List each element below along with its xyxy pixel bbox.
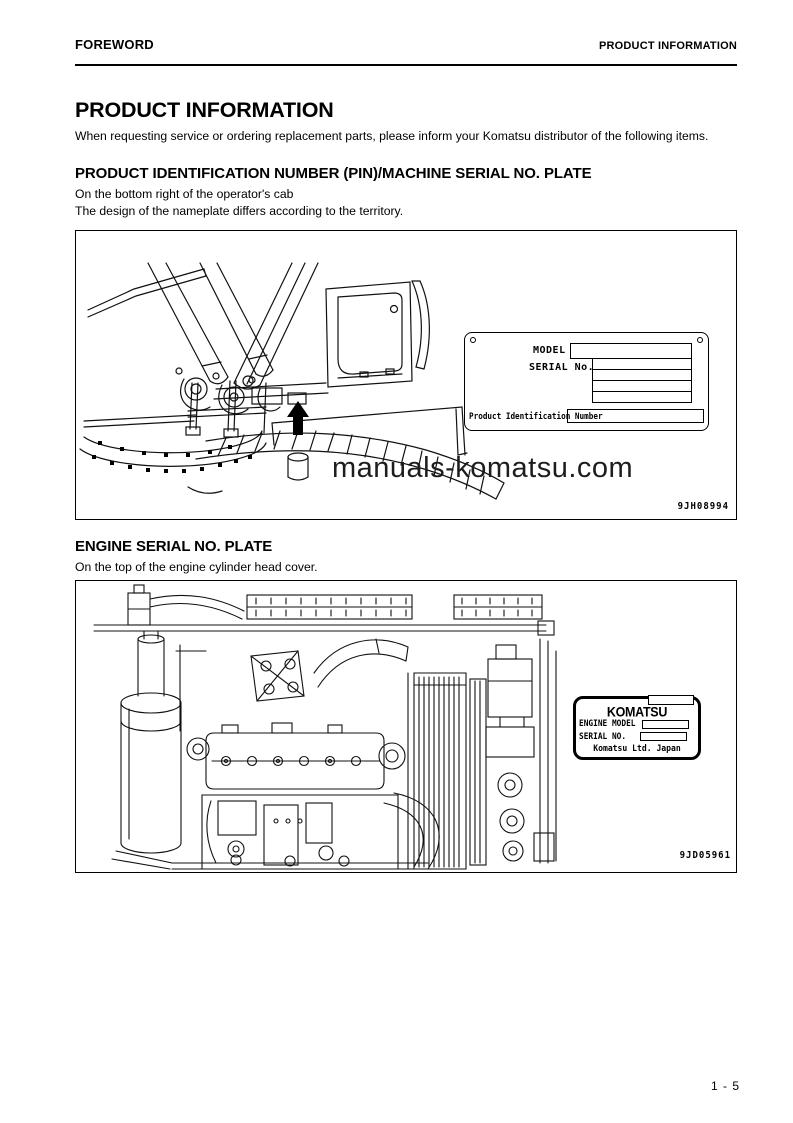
engine-line-art [93,583,557,870]
engine-model-box [642,719,690,729]
excavator-line-art [79,261,505,500]
intro-paragraph: When requesting service or ordering repl… [75,129,709,143]
figure-pin-plate: MODEL SERIAL No. Product Identification … [75,229,737,520]
page-number: 1 - 5 [710,1079,740,1093]
page-title: PRODUCT INFORMATION [75,98,334,122]
pin-plate: MODEL SERIAL No. Product Identification … [464,331,709,431]
plate-serial-boxes [592,357,692,403]
engine-plate: KOMATSU ENGINE MODEL SERIAL NO. Komatsu … [573,694,701,760]
engine-plate-top-box [648,694,694,705]
plate-pin-box [567,408,704,423]
figure-code: 9JD05961 [679,850,731,861]
rivet-hole-icon [697,336,703,343]
pin-design-line: The design of the nameplate differs acco… [75,203,404,218]
komatsu-logo: KOMATSU [606,703,668,720]
plate-pin-label: Product Identification Number [469,411,603,422]
plate-serial-label: SERIAL No. [529,361,595,373]
plate-model-box [570,342,692,359]
watermark-text: manuals-komatsu.com [332,451,634,484]
engine-location-line: On the top of the engine cylinder head c… [75,559,318,574]
header-right-title: PRODUCT INFORMATION [598,40,737,52]
engine-serial-box [640,732,688,741]
engine-model-label: ENGINE MODEL [579,719,636,729]
figure-engine-plate: KOMATSU ENGINE MODEL SERIAL NO. Komatsu … [75,579,737,873]
bearing-teeth [92,440,252,473]
pin-location-line: On the bottom right of the operator's ca… [75,186,294,201]
page-header: FOREWORD PRODUCT INFORMATION [75,37,737,66]
engine-plate-footer: Komatsu Ltd. Japan [593,743,681,754]
engine-serial-label: SERIAL NO. [579,731,627,742]
section-heading-pin-plate: PRODUCT IDENTIFICATION NUMBER (PIN)/MACH… [75,164,592,182]
figure-code: 9JH08994 [677,501,729,512]
rivet-hole-icon [470,336,476,343]
plate-model-label: MODEL [533,344,566,356]
section-heading-engine-plate: ENGINE SERIAL NO. PLATE [75,537,273,555]
location-arrow-icon [287,400,309,435]
header-left-title: FOREWORD [75,37,154,52]
